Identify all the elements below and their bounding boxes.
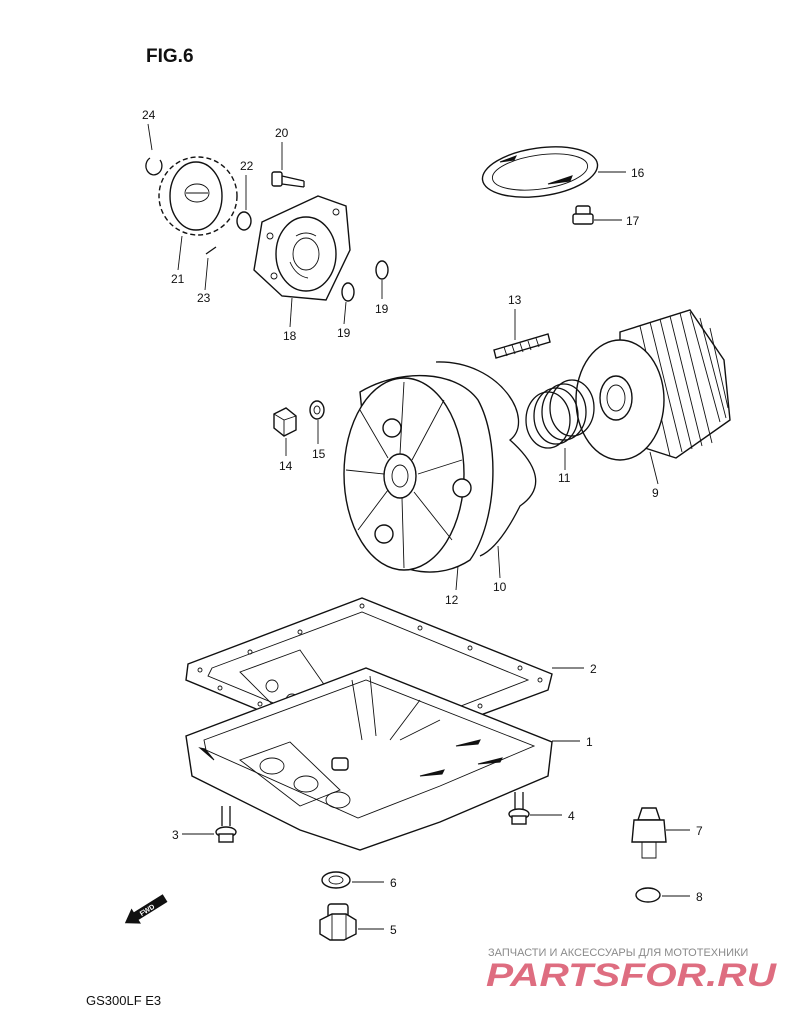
part-18-oil-pump: [253, 195, 351, 301]
part-21-sprocket: [158, 156, 238, 236]
part-5-drain-plug: [319, 903, 357, 941]
part-11-spring: [525, 379, 595, 449]
part-19-o-rings: [341, 260, 389, 302]
callout-21: 21: [171, 272, 185, 286]
part-4-bolt: [508, 792, 530, 825]
part-16-gasket: [481, 146, 599, 198]
watermark-brand: PARTSFOR.RU: [486, 957, 777, 993]
model-code: GS300LF E3: [86, 993, 161, 1008]
part-24-circlip: [145, 157, 163, 176]
part-1-oil-pan: [185, 667, 553, 851]
callout-8: 8: [696, 890, 703, 904]
part-22-washer: [236, 211, 252, 231]
callout-20: 20: [275, 126, 289, 140]
watermark-tagline: ЗАПЧАСТИ И АКСЕССУАРЫ ДЛЯ МОТОТЕХНИКИ: [488, 947, 748, 959]
callout-19b: 19: [375, 302, 389, 316]
figure-title: FIG.6: [146, 46, 194, 67]
callout-5: 5: [390, 923, 397, 937]
callout-24: 24: [142, 108, 156, 122]
part-10-o-ring: [435, 361, 537, 557]
part-3-bolt: [215, 806, 237, 843]
callout-11: 11: [558, 471, 571, 485]
callout-23: 23: [197, 291, 211, 305]
callout-2: 2: [590, 662, 597, 676]
callout-9: 9: [652, 486, 659, 500]
callout-13: 13: [508, 293, 522, 307]
part-9-oil-filter: [575, 309, 731, 461]
callout-15: 15: [312, 447, 326, 461]
fwd-arrow-icon: FWD: [124, 894, 168, 924]
part-20-bolt: [271, 171, 305, 188]
callout-22: 22: [240, 159, 254, 173]
part-7-fitting: [631, 807, 667, 859]
part-8-washer: [635, 887, 661, 903]
callout-1: 1: [586, 735, 593, 749]
callout-10: 10: [493, 580, 507, 594]
callout-17: 17: [626, 214, 640, 228]
callout-4: 4: [568, 809, 575, 823]
callout-12: 12: [445, 593, 459, 607]
part-23-pin: [205, 246, 217, 255]
part-13-stud: [493, 333, 551, 359]
fwd-label: FWD: [139, 904, 156, 918]
callout-6: 6: [390, 876, 397, 890]
part-12-filter-cover: [343, 374, 494, 573]
callout-7: 7: [696, 824, 703, 838]
part-6-washer: [321, 871, 351, 889]
callout-14: 14: [279, 459, 293, 473]
part-17-bolt: [572, 205, 594, 225]
part-14-nut: [273, 407, 297, 437]
callout-19a: 19: [337, 326, 351, 340]
part-15-washer: [309, 400, 325, 420]
callout-16: 16: [631, 166, 645, 180]
callout-3: 3: [172, 828, 179, 842]
callout-18: 18: [283, 329, 297, 343]
